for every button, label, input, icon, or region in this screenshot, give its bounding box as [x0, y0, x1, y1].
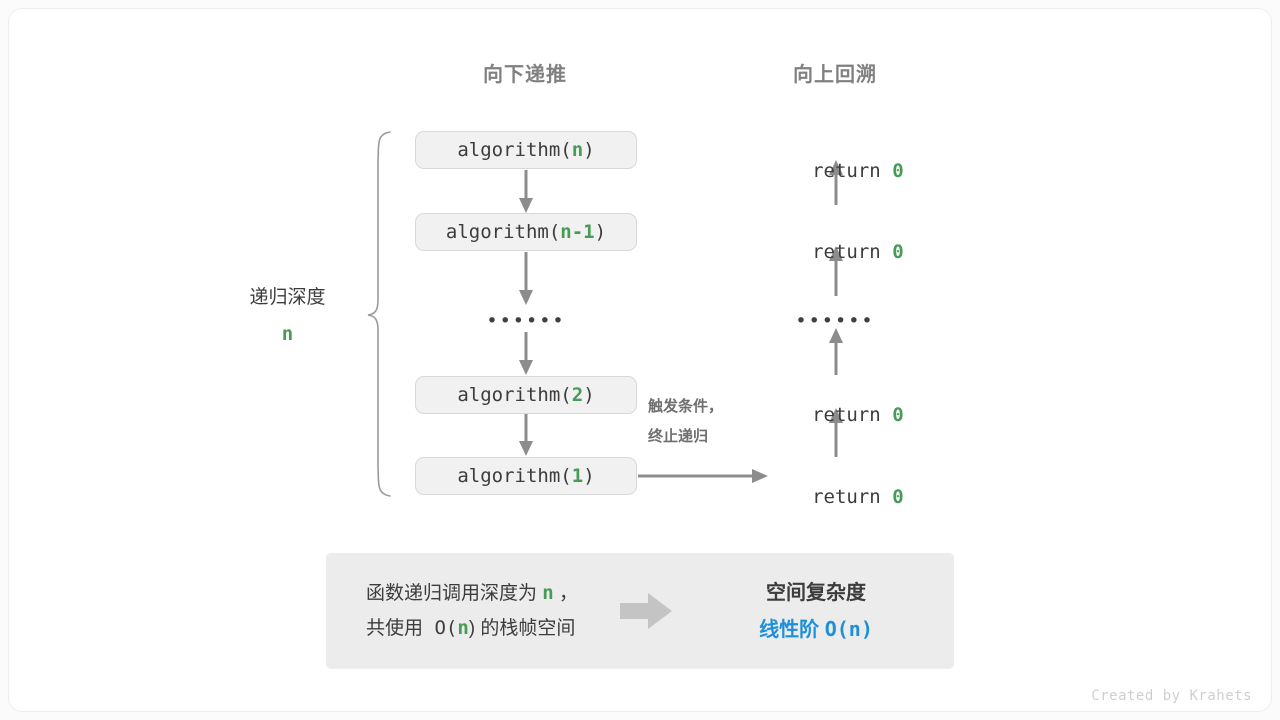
call-prefix: algorithm(	[457, 384, 572, 406]
base-case-line-1: 触发条件，	[648, 398, 724, 415]
complexity-notation: O(n)	[824, 616, 873, 641]
return-label-4: return 0	[735, 464, 935, 530]
call-prefix: algorithm(	[457, 465, 572, 487]
summary-panel: 函数递归调用深度为 n ， 共使用 O(n) 的栈帧空间 空间复杂度 线性阶 O…	[326, 553, 954, 669]
call-prefix: algorithm(	[445, 221, 561, 243]
implies-arrow-icon	[620, 593, 673, 629]
summary-line-1: 函数递归调用深度为 n ，	[366, 576, 578, 611]
return-keyword: return	[812, 486, 893, 508]
call-prefix: algorithm(	[457, 139, 572, 161]
summary-line-2: 共使用 O(n) 的栈帧空间	[366, 611, 578, 646]
return-label-3: return 0	[735, 382, 935, 448]
base-case-line-2: 终止递归	[648, 428, 709, 445]
return-label-1: return 0	[735, 138, 935, 204]
return-value: 0	[892, 486, 904, 508]
call-box-2[interactable]: algorithm(2)	[415, 376, 637, 414]
returns-ellipsis: ••••••	[795, 310, 875, 332]
call-box-n[interactable]: algorithm(n)	[415, 131, 637, 169]
summary-line-2-n: n	[457, 617, 469, 639]
call-arg: 1	[571, 465, 584, 487]
space-complexity-value: 线性阶 O(n)	[702, 611, 930, 648]
call-arg: n-1	[560, 221, 595, 243]
summary-line-2-text-a: 共使用 O(	[366, 617, 458, 639]
call-arg: n	[571, 139, 584, 161]
call-suffix: )	[594, 221, 607, 243]
summary-conclusion: 空间复杂度 线性阶 O(n)	[702, 575, 954, 648]
summary-line-1-text-a: 函数递归调用深度为	[366, 583, 543, 604]
space-complexity-title: 空间复杂度	[766, 581, 866, 604]
call-suffix: )	[583, 465, 595, 487]
return-keyword: return	[812, 241, 893, 263]
summary-line-1-n: n	[542, 582, 554, 604]
recursion-depth-value: n	[281, 323, 294, 345]
call-suffix: )	[583, 139, 595, 161]
call-stack-ellipsis: ••••••	[486, 310, 566, 332]
call-box-1[interactable]: algorithm(1)	[415, 457, 637, 495]
return-keyword: return	[812, 160, 893, 182]
base-case-annotation: 触发条件， 终止递归	[648, 392, 723, 452]
call-box-n-minus-1[interactable]: algorithm(n-1)	[415, 213, 637, 251]
call-suffix: )	[583, 384, 595, 406]
return-value: 0	[892, 241, 904, 263]
return-value: 0	[892, 160, 904, 182]
column-header-recurse-down: 向下递推	[483, 64, 567, 86]
call-arg: 2	[571, 384, 584, 406]
recursion-depth-label: 递归深度 n	[200, 280, 375, 352]
summary-description: 函数递归调用深度为 n ， 共使用 O(n) 的栈帧空间	[326, 576, 578, 646]
recursion-depth-text: 递归深度	[249, 287, 326, 308]
credit-text: Created by Krahets	[1091, 688, 1252, 704]
return-keyword: return	[812, 404, 893, 426]
summary-line-2-text-b: ) 的栈帧空间	[468, 618, 576, 639]
return-value: 0	[892, 404, 904, 426]
complexity-order-text: 线性阶	[759, 618, 825, 641]
column-header-backtrack-up: 向上回溯	[793, 64, 877, 86]
summary-line-1-text-b: ，	[553, 583, 579, 604]
return-label-2: return 0	[735, 219, 935, 285]
